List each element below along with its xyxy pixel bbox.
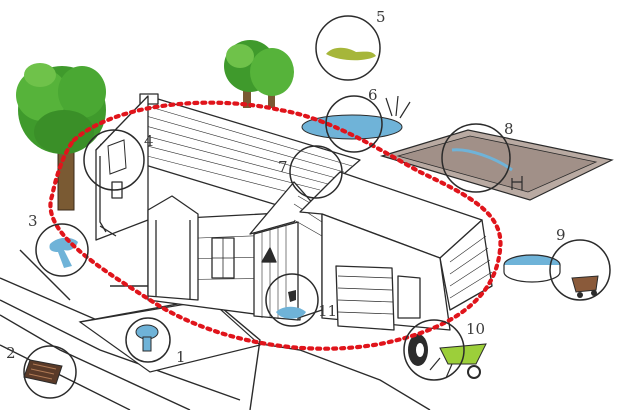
marker-5-label: 5 <box>376 8 386 26</box>
storm-drain-icon <box>24 360 62 384</box>
marker-3-label: 3 <box>28 212 38 230</box>
marker-1-label: 1 <box>176 348 186 366</box>
puddle-icon <box>326 48 376 61</box>
wheelbarrow-icon <box>430 344 486 378</box>
splash-icon <box>49 238 78 268</box>
marker-5-circle <box>316 16 380 80</box>
marker-6-label: 6 <box>368 86 378 104</box>
left-tree-icon <box>16 63 106 210</box>
tire-icon <box>408 334 428 366</box>
pond-icon <box>302 96 410 139</box>
swimming-pool-icon <box>382 130 612 200</box>
back-tree-icon <box>224 40 294 108</box>
marker-7-label: 7 <box>278 158 288 176</box>
wagon-icon <box>572 276 598 298</box>
marker-4-label: 4 <box>144 132 154 150</box>
marker-10-label: 10 <box>466 320 485 338</box>
marker-2-label: 2 <box>6 344 16 362</box>
marker-8-label: 8 <box>504 120 514 138</box>
marker-9-label: 9 <box>556 226 566 244</box>
marker-11-label: 11 <box>318 302 337 320</box>
gutter-icon <box>108 140 126 174</box>
